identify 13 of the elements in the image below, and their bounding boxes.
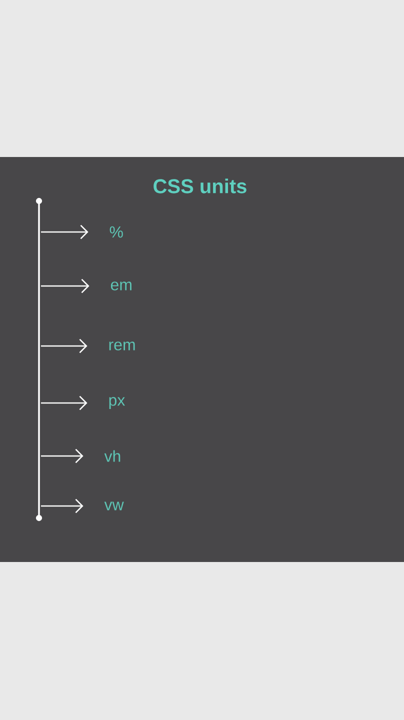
- arrow: [41, 498, 84, 514]
- unit-label: rem: [109, 342, 135, 350]
- arrow: [41, 338, 88, 354]
- unit-label: px: [109, 397, 125, 409]
- arrow: [41, 278, 90, 294]
- unit-label: %: [110, 226, 123, 238]
- unit-label: em: [110, 282, 132, 290]
- arrow: [41, 224, 88, 240]
- arrow: [41, 396, 88, 410]
- arrow: [41, 448, 84, 464]
- title: CSS units: [154, 178, 246, 194]
- unit-label: vh: [104, 450, 120, 462]
- unit-label: vw: [104, 502, 124, 510]
